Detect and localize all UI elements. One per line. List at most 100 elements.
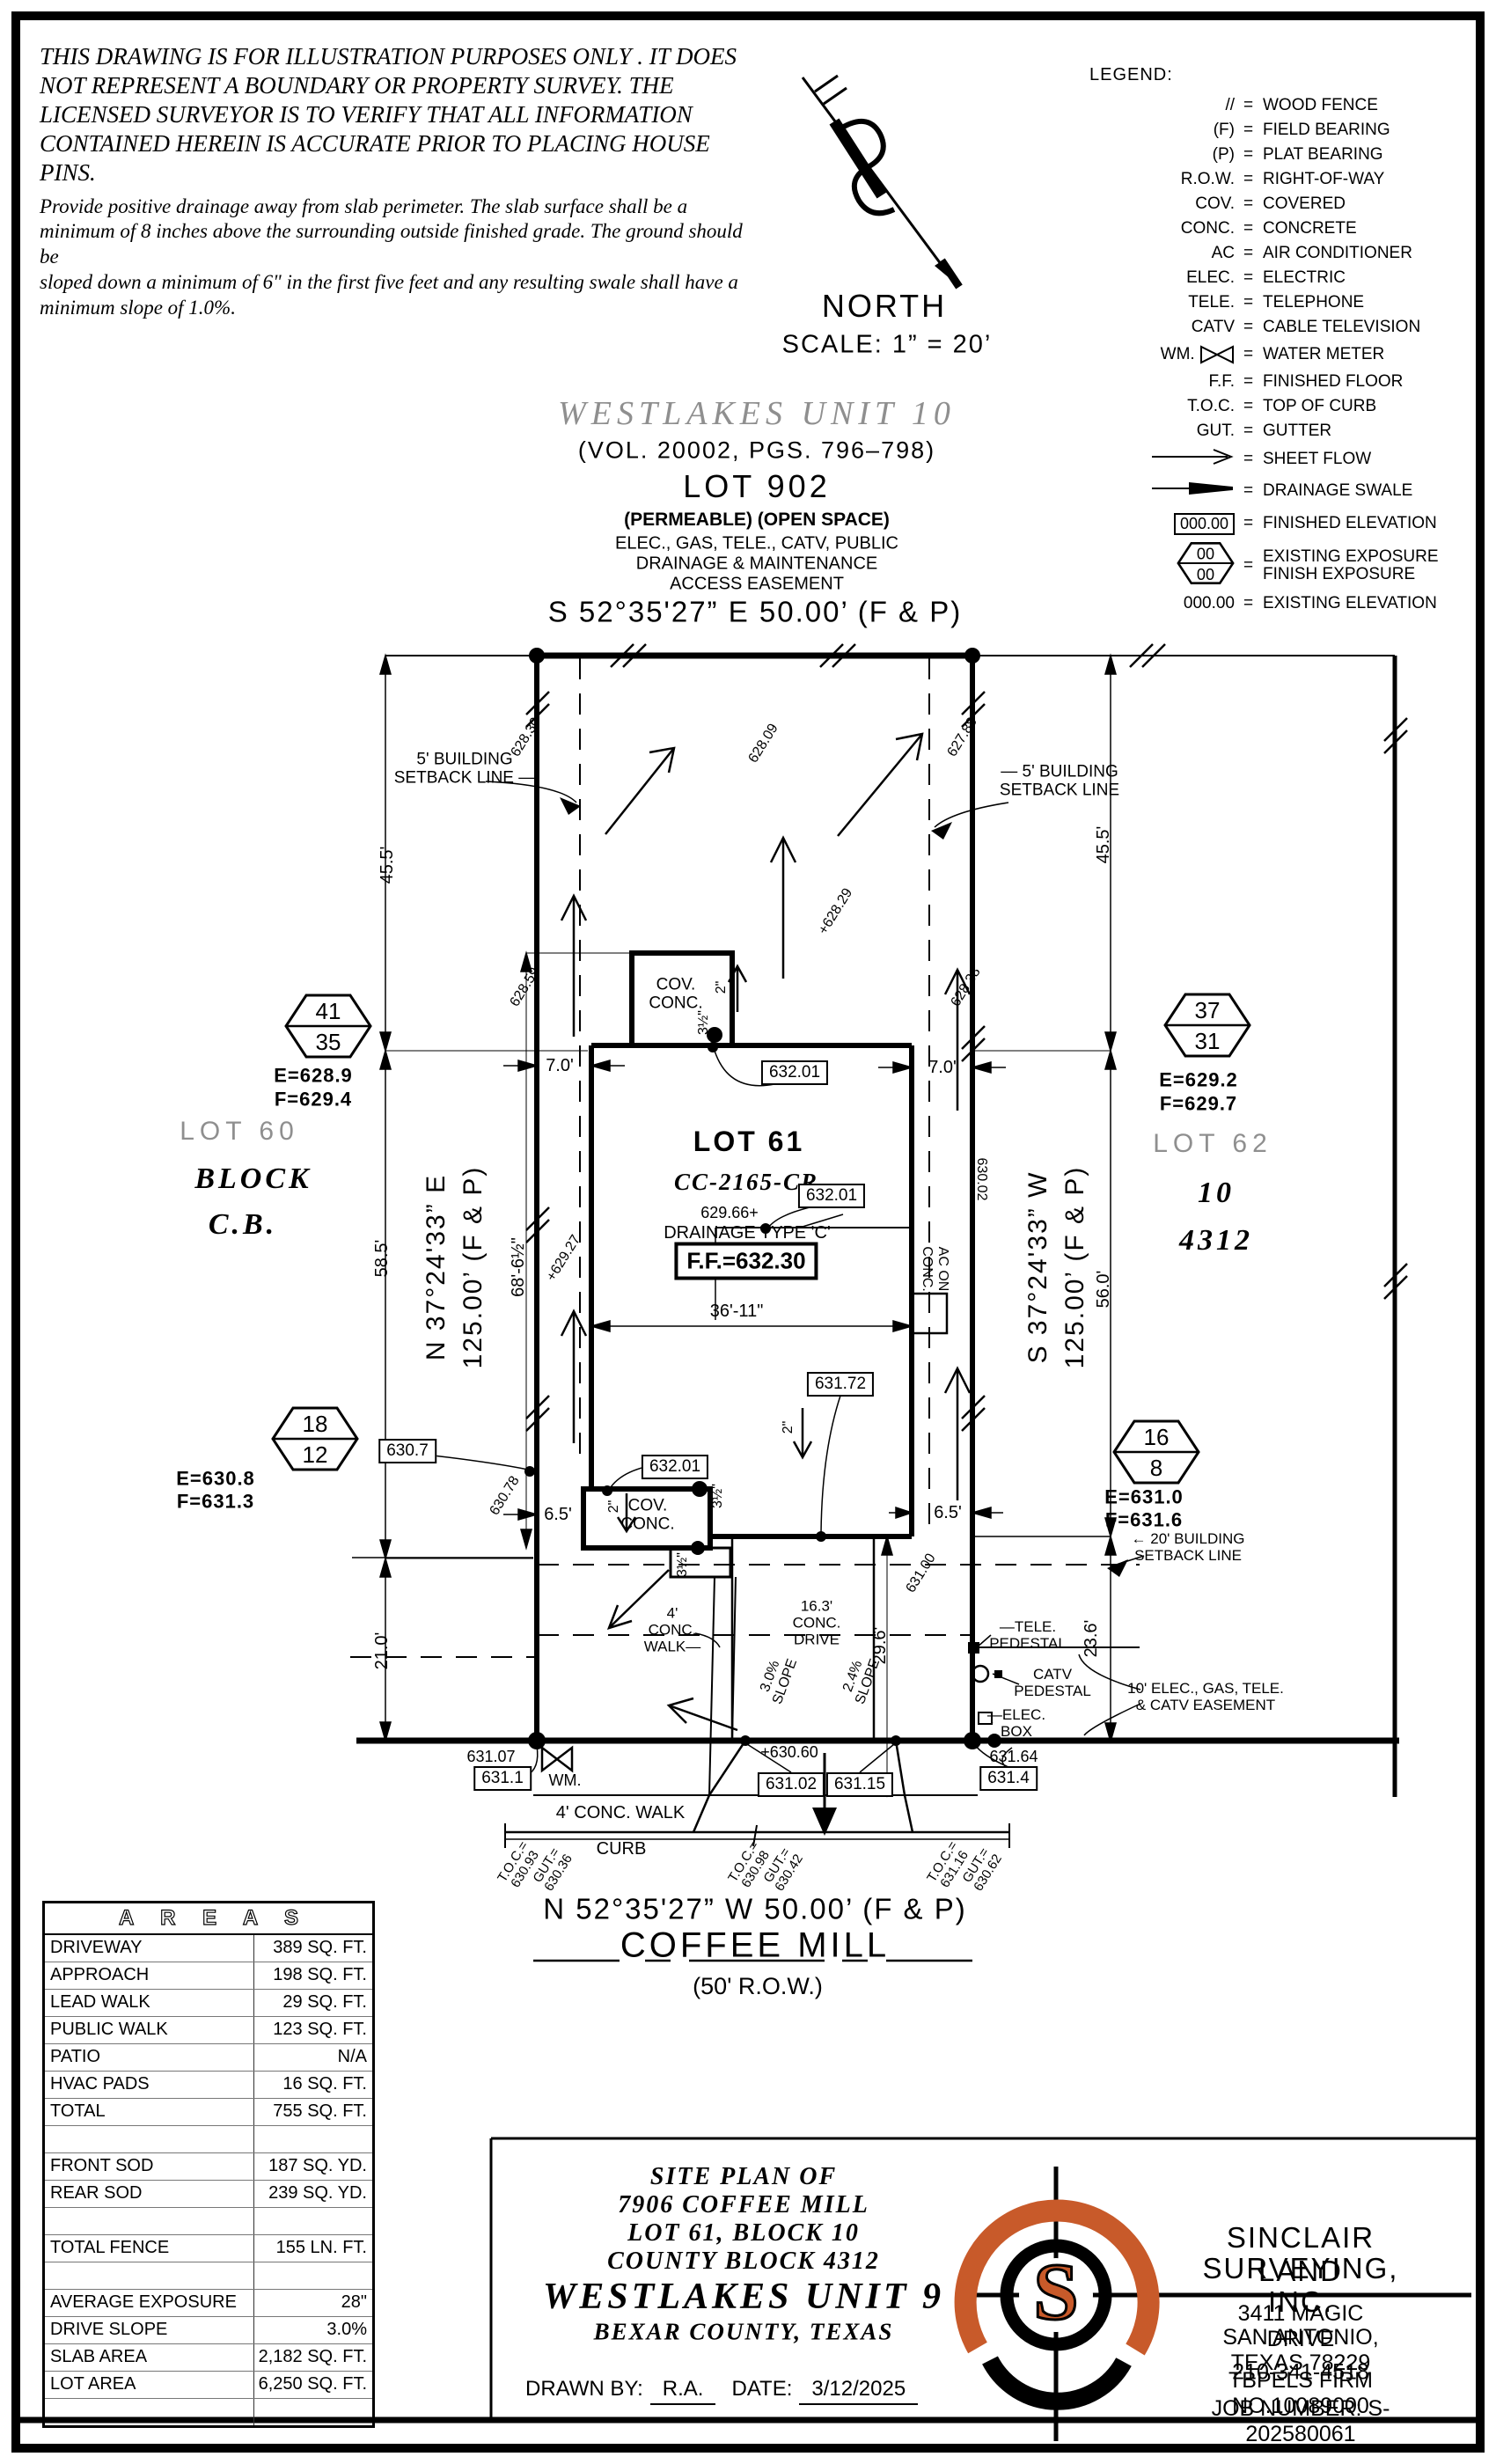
plan-label: 21.0'	[371, 1632, 392, 1670]
sheet-flow-icon	[1152, 449, 1234, 465]
plan-label: F=631.6	[1104, 1508, 1184, 1531]
drawn-by-row: DRAWN BY:R.A.DATE:3/12/2025	[525, 2377, 934, 2405]
legend-rows: //=WOOD FENCE(F)=FIELD BEARING(P)=PLAT B…	[1089, 93, 1468, 616]
lot-902-note-2: ELEC., GAS, TELE., CATV, PUBLIC	[615, 533, 898, 554]
page-border	[11, 11, 1485, 2453]
plan-label: ← 20' BUILDING SETBACK LINE	[1131, 1529, 1245, 1564]
legend-symbol	[1089, 480, 1243, 502]
plan-label: CATV PEDESTAL	[1014, 1665, 1091, 1699]
subdivision-title: WESTLAKES UNIT 10	[558, 395, 956, 432]
areas-row-value: 389 SQ. FT.	[273, 1938, 367, 1957]
plan-label: +630.60	[760, 1742, 818, 1761]
lot-902-label: LOT 902	[683, 468, 831, 504]
svg-text:37: 37	[1195, 997, 1221, 1023]
plat-volume: (VOL. 20002, PGS. 796–798)	[577, 436, 936, 464]
plan-label: 7.0'	[928, 1057, 957, 1077]
legend-description: ELECTRIC	[1263, 268, 1346, 288]
areas-row-label	[45, 2262, 254, 2289]
areas-row-label: LEAD WALK	[45, 1990, 254, 2016]
areas-row-value: 3.0%	[326, 2320, 367, 2339]
legend-description: AIR CONDITIONER	[1263, 244, 1412, 263]
areas-row-value: 155 LN. FT.	[275, 2238, 367, 2257]
sinclair-logo	[954, 2167, 1471, 2441]
areas-row-label: SLAB AREA	[45, 2344, 254, 2371]
plan-label: 3½"	[696, 1010, 712, 1035]
areas-table-title: A R E A S	[45, 1903, 372, 1935]
legend-description: TOP OF CURB	[1263, 397, 1377, 416]
ac-pad	[910, 1292, 949, 1335]
plan-label: 631.07	[466, 1747, 516, 1765]
finished-elevation-box: 631.1	[473, 1766, 532, 1791]
finished-elevation-box: 630.7	[378, 1439, 436, 1463]
legend-description: GUTTER	[1263, 422, 1332, 441]
plan-label: 45.5'	[1093, 825, 1113, 864]
areas-row-label: DRIVEWAY	[45, 1935, 254, 1962]
legend-row: 000.00=EXISTING ELEVATION	[1089, 591, 1468, 616]
svg-text:41: 41	[316, 998, 341, 1024]
svg-text:8: 8	[1150, 1455, 1162, 1481]
plan-label: S 37°24'33” W	[1023, 1170, 1053, 1364]
lot-902-note-3: DRAINAGE & MAINTENANCE	[635, 554, 878, 574]
legend-row: GUT.=GUTTER	[1089, 419, 1468, 444]
plan-label: N 37°24'33” E	[422, 1173, 451, 1361]
legend-description: WOOD FENCE	[1263, 96, 1378, 115]
plan-label: 56.0'	[1093, 1270, 1113, 1309]
drainage-swale-icon	[1152, 482, 1233, 495]
plan-label: COV. CONC.	[620, 1496, 675, 1534]
areas-row-label	[45, 2208, 254, 2234]
plan-label: F=629.7	[1159, 1092, 1238, 1115]
legend-description: WATER METER	[1263, 345, 1385, 364]
titleblock-county: BEXAR COUNTY, TEXAS	[593, 2318, 894, 2345]
areas-row-value: 16 SQ. FT.	[282, 2074, 367, 2094]
legend-title: LEGEND:	[1089, 65, 1173, 84]
legend-symbol: ELEC.	[1186, 268, 1235, 287]
plan-label: 4312	[1179, 1223, 1253, 1257]
legend-description: TELEPHONE	[1263, 293, 1365, 312]
areas-row-label: FRONT SOD	[45, 2153, 254, 2180]
titleblock-subdivision: WESTLAKES UNIT 9	[542, 2277, 945, 2317]
date-value: 3/12/2025	[799, 2377, 919, 2405]
scale-label: SCALE: 1” = 20’	[781, 330, 993, 359]
plan-label: S 52°35'27” E 50.00’ (F & P)	[547, 595, 963, 628]
plan-label: 6.5'	[544, 1504, 572, 1524]
leader-lines	[432, 781, 1145, 1777]
firm-address-1: 3411 MAGIC DRIVE	[1237, 2301, 1364, 2351]
areas-row-value: 28"	[341, 2292, 367, 2312]
plan-label: COV. CONC.	[649, 975, 703, 1013]
legend-symbol: R.O.W.	[1180, 170, 1235, 188]
legend-row: CONC.=CONCRETE	[1089, 216, 1468, 241]
legend-row: (P)=PLAT BEARING	[1089, 143, 1468, 167]
areas-row-value: 2,182 SQ. FT.	[258, 2347, 367, 2366]
titleblock-lot-block: LOT 61, BLOCK 10	[627, 2219, 860, 2247]
legend: LEGEND: //=WOOD FENCE(F)=FIELD BEARING(P…	[1089, 62, 1468, 616]
legend-row: CATV=CABLE TELEVISION	[1089, 315, 1468, 340]
finished-elevation-box: 632.01	[797, 1184, 866, 1208]
plan-label: 630.02	[973, 1157, 989, 1201]
legend-row: //=WOOD FENCE	[1089, 93, 1468, 118]
areas-row-value: 755 SQ. FT.	[273, 2101, 367, 2121]
legend-symbol: T.O.C.	[1187, 397, 1235, 415]
plan-label: AC ON CONC.	[920, 1246, 950, 1292]
legend-description: COVERED	[1263, 194, 1346, 214]
legend-symbol: (P)	[1212, 145, 1235, 164]
legend-description: EXISTING ELEVATION	[1263, 594, 1437, 613]
legend-symbol: CATV	[1191, 318, 1235, 336]
plan-label: 68'-6½"	[508, 1237, 528, 1297]
areas-row-label: LOT AREA	[45, 2372, 254, 2398]
titleblock-line-1: SITE PLAN OF	[649, 2163, 838, 2190]
areas-row-label: REAR SOD	[45, 2181, 254, 2207]
disclaimer-note: THIS DRAWING IS FOR ILLUSTRATION PURPOSE…	[40, 42, 744, 320]
areas-row-value: 6,250 SQ. FT.	[258, 2374, 367, 2394]
firm-number: TBPELS FIRM NO.10089000	[1228, 2368, 1373, 2418]
legend-description: FINISHED FLOOR	[1263, 372, 1404, 392]
